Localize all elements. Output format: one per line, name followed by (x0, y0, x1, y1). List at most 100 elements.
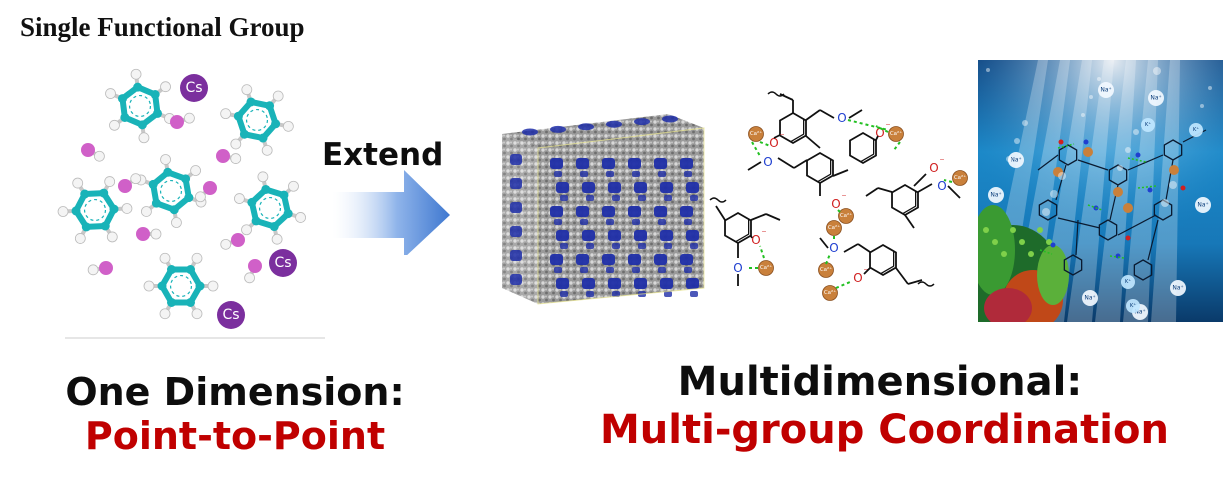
pore (576, 158, 589, 169)
bubble (1133, 129, 1139, 135)
carbon-atom (153, 108, 163, 118)
pore (556, 278, 569, 289)
pore (662, 115, 678, 123)
pore (550, 125, 566, 133)
hydrogen-bond (751, 141, 761, 157)
pore (554, 219, 562, 225)
carbon-atom (181, 174, 191, 184)
extend-label: Extend (322, 137, 444, 173)
calcium-ion (952, 170, 968, 186)
aromatic-ring (869, 243, 897, 277)
hydrogen-atom (282, 120, 294, 132)
hydrogen-atom (160, 154, 171, 165)
pore (638, 195, 646, 201)
calcium-label: Ca²⁺ (828, 224, 840, 231)
benzene-molecule (220, 84, 294, 156)
pore (510, 154, 522, 165)
pore (510, 178, 522, 189)
carbon-atom (271, 119, 281, 129)
calcium-label: Ca²⁺ (820, 266, 832, 273)
network-bond (1147, 219, 1159, 261)
hydrogen-bond (759, 141, 771, 147)
sodium-ion (1082, 290, 1098, 306)
hydroxyl-group (81, 143, 105, 162)
seaweed-leaf (1001, 251, 1007, 257)
hydroxyl-group (87, 261, 113, 276)
pore (658, 267, 666, 273)
calcium-ion (822, 285, 838, 301)
hydroxyl-group (170, 112, 195, 129)
cesium-ion: Cs (269, 249, 297, 277)
aromatic-ring (849, 131, 877, 165)
seaweed-leaf (1046, 239, 1052, 245)
hydrogen-atom (138, 132, 150, 144)
hydrogen-atom (272, 90, 284, 102)
bubble (1022, 120, 1028, 126)
hydrogen-atom (241, 224, 252, 236)
pore (664, 243, 672, 249)
pore (608, 278, 621, 289)
bubble (1208, 86, 1212, 90)
hydroxyl-group (195, 181, 217, 203)
pore (680, 206, 693, 217)
hydrogen-atom (143, 280, 155, 292)
hydrogen-atom (72, 177, 84, 189)
hydrogen-atom (74, 233, 86, 244)
oxygen-atom (170, 115, 184, 129)
cube-svg (502, 114, 705, 305)
point-to-point-label: Point-to-Point (84, 414, 386, 458)
carbon-atom (99, 188, 109, 198)
pore (654, 206, 667, 217)
hydrogen-atom (220, 108, 232, 120)
cube-left-face (502, 134, 538, 304)
potassium-ion-label: K⁺ (1130, 303, 1136, 309)
pore (608, 230, 621, 241)
carbon-atom (167, 297, 176, 307)
ether-oxygen: O (763, 155, 772, 169)
phenoxide-oxygen (1180, 185, 1186, 191)
one-dimension-caption: One Dimension: Point-to-Point (40, 370, 430, 458)
pore (686, 182, 699, 193)
oxygen-atom (203, 181, 217, 195)
pore (654, 254, 667, 265)
pore (580, 171, 588, 177)
network-bond (1055, 164, 1067, 201)
pore (606, 171, 614, 177)
carbon-atom (120, 112, 130, 122)
sodium-ion (988, 187, 1004, 203)
hydroxyl-group (118, 173, 142, 193)
pore (578, 123, 594, 131)
carbon-atom (195, 281, 205, 291)
hydrogen-bond (943, 179, 953, 183)
calcium-label: Ca²⁺ (840, 212, 852, 219)
hydrogen-bond (1087, 204, 1103, 211)
oxygen-atom (216, 149, 230, 163)
carbon-atom (251, 216, 261, 226)
carbon-atom (265, 101, 275, 111)
pore (658, 219, 666, 225)
cesium-label: Cs (185, 80, 202, 96)
hydrogen-atom (191, 308, 203, 320)
ether-oxygen: O (733, 261, 742, 275)
carbon-atom (81, 222, 91, 232)
benzene-molecule (135, 154, 207, 228)
hydrogen-bond (825, 253, 831, 265)
seaweed-leaf (1010, 227, 1016, 233)
hydrogen-atom (141, 206, 152, 217)
hydrogen-bond (875, 125, 889, 133)
bubble (1117, 165, 1123, 171)
oxygen-atom (118, 179, 132, 193)
arrow-svg (332, 170, 450, 258)
hydrogen-atom (184, 112, 195, 124)
carbon-atom (233, 111, 243, 121)
pore (612, 243, 620, 249)
cube-front-face (538, 128, 704, 304)
pore (658, 171, 666, 177)
benzene-molecule (234, 171, 306, 245)
sodium-ion (1098, 82, 1114, 98)
calcium-ion (888, 126, 904, 142)
oxygen-atom (81, 143, 95, 157)
bubble (1097, 77, 1101, 81)
oxygen-atom (99, 261, 113, 275)
hydrogen-atom (191, 252, 203, 264)
